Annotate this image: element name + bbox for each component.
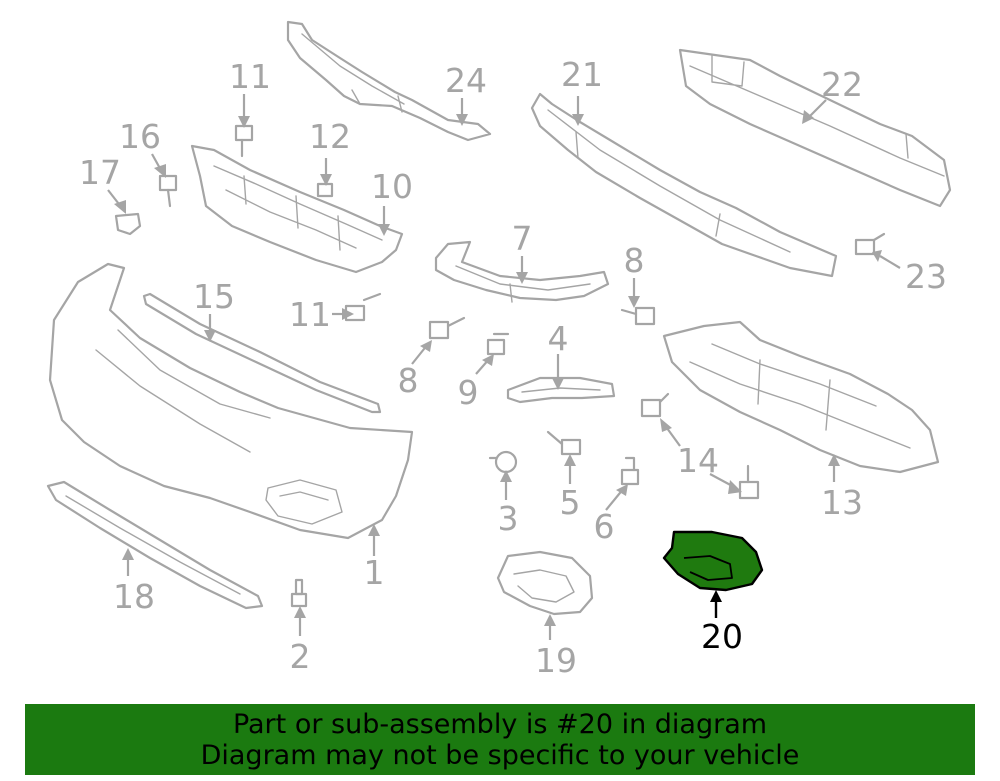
fastener-17: [114, 212, 142, 236]
callout-5: 5: [560, 483, 581, 522]
fastener-5: [546, 430, 582, 456]
callout-19: 19: [535, 641, 577, 680]
callout-12: 12: [309, 117, 351, 156]
fastener-16: [158, 174, 178, 208]
callout-3: 3: [498, 499, 519, 538]
part-20-highlighted: [662, 530, 764, 592]
callout-21: 21: [561, 55, 603, 94]
leader-lines: [107, 94, 901, 640]
callout-16: 16: [119, 117, 161, 156]
callout-7: 7: [512, 219, 533, 258]
parts-diagram: 1 2 3 4 5 6 7 8 8 9 10 11 11 12 13 14 15…: [46, 20, 952, 680]
callout-15: 15: [193, 277, 235, 316]
callout-8a: 8: [398, 361, 419, 400]
fastener-8a: [428, 316, 466, 340]
callout-13: 13: [821, 483, 863, 522]
fastener-14a: [640, 392, 670, 418]
part-18: [46, 480, 264, 610]
callout-8b: 8: [624, 241, 645, 280]
part-21: [530, 92, 838, 278]
callout-11a: 11: [229, 57, 271, 96]
callout-18: 18: [113, 577, 155, 616]
fastener-14b: [738, 464, 760, 500]
callout-17: 17: [79, 153, 121, 192]
fastener-9: [486, 332, 510, 356]
part-7: [434, 240, 610, 303]
callout-11b: 11: [289, 295, 331, 334]
part-24: [286, 20, 492, 142]
callout-23: 23: [905, 257, 947, 296]
fasteners: [114, 124, 886, 608]
part-13: [662, 320, 940, 474]
callout-labels: 1 2 3 4 5 6 7 8 8 9 10 11 11 12 13 14 15…: [79, 55, 947, 680]
banner-line-1: Part or sub-assembly is #20 in diagram: [232, 708, 768, 740]
fastener-11a: [234, 124, 254, 158]
callout-4: 4: [548, 319, 569, 358]
banner-line-2: Diagram may not be specific to your vehi…: [200, 739, 800, 771]
part-22: [678, 48, 952, 208]
part-15: [142, 292, 382, 414]
callout-22: 22: [821, 65, 863, 104]
callout-6: 6: [594, 507, 615, 546]
fastener-8b: [620, 306, 656, 326]
fastener-12: [316, 182, 334, 198]
part-10: [190, 144, 404, 274]
fastener-6: [620, 456, 640, 486]
callout-10: 10: [371, 167, 413, 206]
callout-1: 1: [364, 553, 385, 592]
callout-20: 20: [701, 617, 743, 656]
callout-14: 14: [677, 441, 719, 480]
fastener-23: [854, 232, 886, 256]
fastener-2: [290, 578, 308, 608]
part-1: [48, 262, 414, 540]
info-banner: Part or sub-assembly is #20 in diagram D…: [25, 704, 975, 775]
callout-9: 9: [458, 373, 479, 412]
callout-2: 2: [290, 637, 311, 676]
fastener-3: [488, 450, 518, 474]
part-19: [496, 550, 594, 616]
fastener-11b: [344, 292, 382, 322]
callout-24: 24: [445, 61, 487, 100]
